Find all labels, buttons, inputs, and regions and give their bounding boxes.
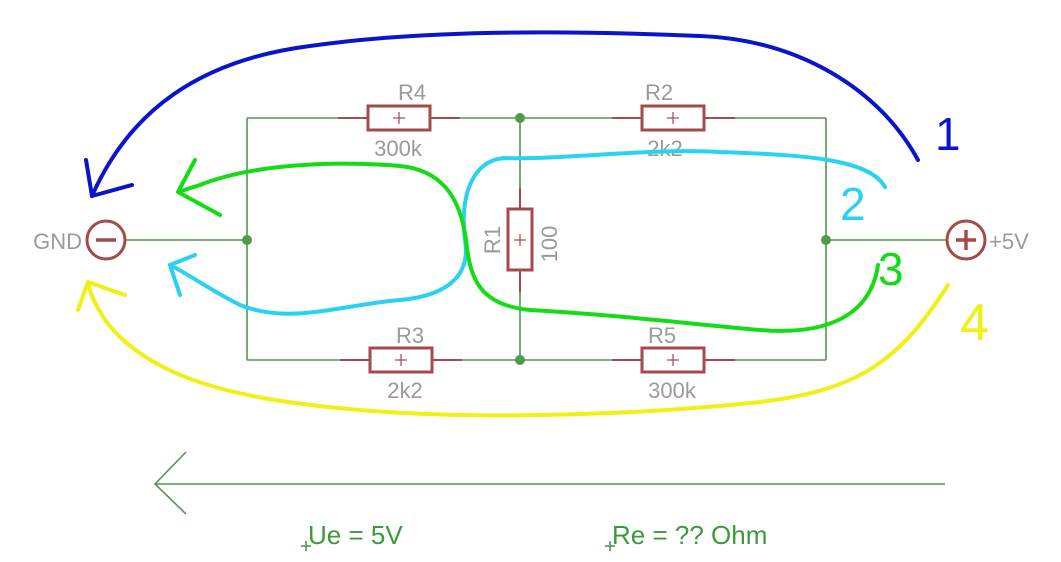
r2-value: 2k2 xyxy=(647,136,682,161)
resistor-r1[interactable]: R1 100 xyxy=(480,188,562,292)
r3-name: R3 xyxy=(396,323,424,348)
r5-name: R5 xyxy=(648,323,676,348)
path-2-number: 2 xyxy=(840,178,866,230)
path-1-annotation: 1 xyxy=(84,30,961,198)
direction-arrow xyxy=(153,451,945,515)
vcc-label: +5V xyxy=(989,229,1029,254)
ue-label: Ue = 5V xyxy=(308,520,403,550)
junction-bottom-middle xyxy=(515,355,525,365)
r1-value: 100 xyxy=(537,226,562,263)
path-3-number: 3 xyxy=(878,243,904,295)
re-label: Re = ?? Ohm xyxy=(612,520,767,550)
junction-left xyxy=(242,235,252,245)
path-3-annotation: 3 xyxy=(176,158,904,333)
r5-value: 300k xyxy=(648,378,697,403)
r4-name: R4 xyxy=(398,80,426,105)
footer-texts: Ue = 5V Re = ?? Ohm xyxy=(301,520,767,551)
r3-value: 2k2 xyxy=(387,378,422,403)
junctions xyxy=(242,113,831,365)
gnd-port[interactable]: GND xyxy=(33,219,127,261)
path-1-number: 1 xyxy=(935,108,961,160)
junction-top-middle xyxy=(515,113,525,123)
resistor-r4[interactable]: R4 300k xyxy=(338,80,460,161)
path-4-number: 4 xyxy=(960,294,989,352)
r4-value: 300k xyxy=(374,136,423,161)
resistor-r5[interactable]: R5 300k xyxy=(612,323,735,403)
r2-name: R2 xyxy=(645,80,673,105)
path-2-annotation: 2 xyxy=(168,149,887,316)
gnd-label: GND xyxy=(33,229,82,254)
resistor-r2[interactable]: R2 2k2 xyxy=(612,80,735,161)
vcc-port[interactable]: +5V xyxy=(945,219,1029,261)
r1-name: R1 xyxy=(480,226,505,254)
path-4-annotation: 4 xyxy=(76,280,989,418)
junction-right xyxy=(821,235,831,245)
resistor-r3[interactable]: R3 2k2 xyxy=(340,323,462,403)
